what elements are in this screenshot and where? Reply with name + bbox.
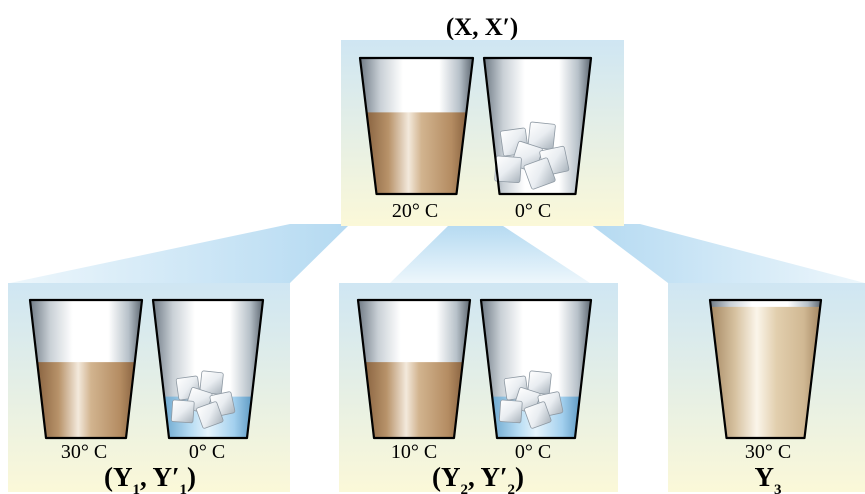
connector-beams [10, 224, 865, 283]
ice-cube-icon [524, 401, 552, 429]
temp-label: 30° C [61, 441, 107, 463]
cup-icon [151, 298, 265, 440]
beam-center [390, 224, 590, 283]
coffee-fill [365, 362, 463, 438]
temp-label: 30° C [745, 441, 791, 463]
ice-cube-icon [171, 399, 195, 424]
cup-icon [28, 298, 144, 440]
ice-cube-icon [523, 157, 556, 190]
ice-cube-icon [196, 401, 224, 429]
cup-icon [358, 56, 475, 196]
coffee-fill [710, 306, 821, 438]
temp-label: 0° C [515, 200, 551, 222]
pair-label-y1: (Y1, Y′1) [104, 462, 196, 494]
ice-cube-icon [499, 399, 523, 424]
temp-label: 10° C [391, 441, 437, 463]
cup-icon [482, 56, 593, 196]
pair-label-y3: Y3 [755, 462, 782, 494]
coffee-fill [366, 112, 467, 194]
cup-icon [356, 298, 472, 440]
pair-label-y2: (Y2, Y′2) [432, 462, 524, 494]
top-pair-group: (X, X′) 20° C 0° C [341, 14, 624, 226]
temp-label: 20° C [392, 200, 438, 222]
cup-icon [479, 298, 593, 440]
temp-label: 0° C [189, 441, 225, 463]
cup-icon [708, 298, 823, 440]
beam-left [10, 224, 350, 283]
coffee-fill [37, 362, 135, 438]
beam-right [590, 224, 865, 283]
temp-label: 0° C [515, 441, 551, 463]
top-pair-label: (X, X′) [446, 14, 518, 41]
